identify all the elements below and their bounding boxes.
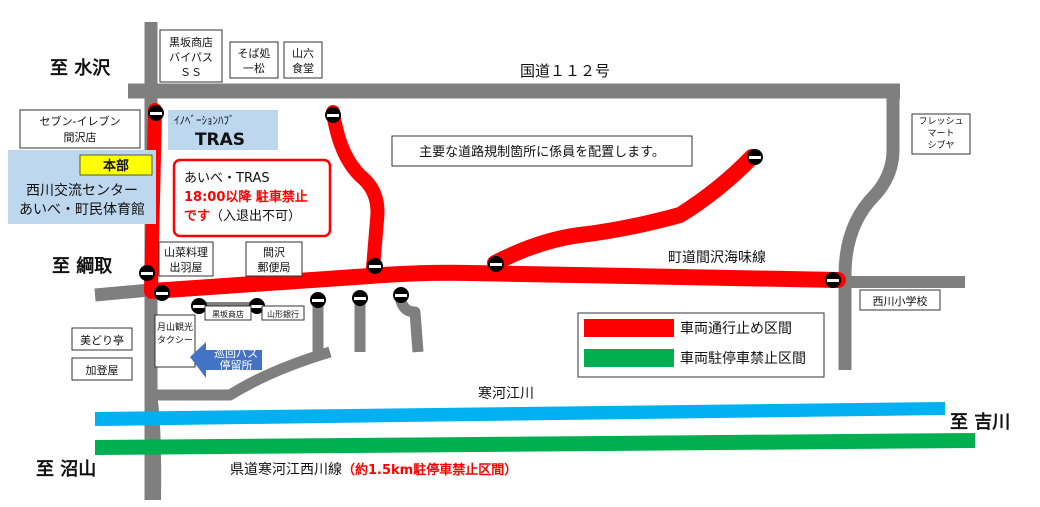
kurosaka-shop: 黒坂商店 <box>204 305 252 321</box>
place-label: 一松 <box>243 61 265 75</box>
closed-diagonal-road <box>487 149 760 271</box>
place-label: 出羽屋 <box>170 260 203 274</box>
closed-main-road <box>144 264 846 299</box>
katoya: 加登屋 <box>71 357 133 381</box>
parking-notice: あいべ・TRAS 18:00以降 駐車禁止 です（入退出不可） <box>172 158 332 238</box>
barrier-icon <box>325 107 341 123</box>
yamagata-bank: 山形銀行 <box>261 305 305 321</box>
direction-mizusawa: 至 水沢 <box>50 57 111 79</box>
nishikawa-elementary-school: 西川小学校 <box>859 289 941 311</box>
staff-notice-text: 主要な道路規制箇所に係員を配置します。 <box>419 144 665 160</box>
place-label: 間沢 <box>263 245 285 259</box>
legend-label-closed: 車両通行止め区間 <box>680 320 792 337</box>
place-label: 西川交流センター <box>26 182 138 199</box>
sansai-dewaya: 山菜料理 出羽屋 <box>158 241 214 277</box>
legend: 車両通行止め区間 車両駐停車禁止区間 <box>577 312 825 378</box>
label-town-road: 町道間沢海味線 <box>668 250 766 266</box>
closed-road-sections <box>144 103 846 299</box>
left-westward-road <box>94 283 151 302</box>
notice-line3: です（入退出不可） <box>184 209 301 224</box>
place-label: 山六 <box>292 47 314 60</box>
notice-line3-red: です <box>184 209 210 224</box>
mazawa-post-office: 間沢 郵便局 <box>245 241 303 277</box>
label-prefectural-road: 県道寒河江西川線（約1.5km駐停車禁止区間） <box>230 461 517 478</box>
notice-line2: 18:00以降 駐車禁止 <box>184 189 308 205</box>
barrier-icon <box>747 149 763 165</box>
side-road-3 <box>394 295 424 353</box>
kurosaka-bypass-ss: 黒坂商店 バイパス ＳＳ <box>159 29 223 83</box>
sanroku-shokudo: 山六 食堂 <box>283 41 323 79</box>
closed-tras-road <box>326 105 385 275</box>
right-diagonal-road <box>838 95 900 370</box>
road-network <box>94 22 965 501</box>
midoritei: 美どり亭 <box>71 327 133 351</box>
barrier-icon <box>310 292 326 308</box>
place-label: 山菜料理 <box>164 245 208 259</box>
place-label: 加登屋 <box>86 363 119 377</box>
lower-south-road <box>145 394 162 501</box>
barrier-icon <box>249 298 265 314</box>
barrier-icon <box>393 287 409 303</box>
fresh-mart-shibuya: フレッシュ マート シブヤ <box>911 113 971 155</box>
gassan-kanko-taxi: 月山観光 タクシー <box>154 314 196 368</box>
place-label: ＳＳ <box>180 66 202 79</box>
place-label: 黒坂商店 <box>212 309 244 319</box>
bus-stop-label: 停留所 <box>220 358 253 372</box>
place-label: バイパス <box>169 51 213 64</box>
honbu-label: 本部 <box>103 158 129 174</box>
place-label: タクシー <box>157 335 193 346</box>
bus-stop: 巡回バス 停留所 <box>190 342 262 378</box>
barrier-icon <box>139 265 155 281</box>
notice-line3-black: （入退出不可） <box>210 209 301 224</box>
barrier-icon <box>825 272 841 288</box>
place-label: 食堂 <box>292 61 314 75</box>
staff-notice: 主要な道路規制箇所に係員を配置します。 <box>391 135 693 167</box>
direction-amitori: 至 綱取 <box>52 255 113 277</box>
legend-label-no-stop: 車両駐停車禁止区間 <box>680 350 806 367</box>
legend-swatch-no-stop <box>584 349 674 367</box>
seven-eleven-mazawa: セブン-イレブン 間沢店 <box>19 109 141 149</box>
prefectural-road-no-stop-zone <box>95 433 975 455</box>
place-label: TRAS <box>195 130 245 150</box>
barrier-icon <box>154 285 170 301</box>
label-river: 寒河江川 <box>478 385 534 402</box>
barrier-icon <box>367 258 383 274</box>
place-label: 月山観光 <box>157 321 193 333</box>
label-national-route-112: 国道１１２号 <box>520 62 610 80</box>
place-label: 西川小学校 <box>873 294 928 308</box>
place-label: 間沢店 <box>64 130 97 144</box>
barrier-icon <box>191 298 207 314</box>
place-label: 美どり亭 <box>80 333 124 347</box>
place-label: マート <box>927 129 954 139</box>
bus-stop-arrow-icon <box>190 342 262 378</box>
bus-stop-label: 巡回バス <box>214 347 258 360</box>
barrier-icon <box>488 256 504 272</box>
place-label: フレッシュ <box>918 117 963 127</box>
lower-left-loop <box>151 346 332 401</box>
road-barriers <box>139 105 841 314</box>
legend-swatch-closed <box>584 319 674 337</box>
direction-numayama: 至 沼山 <box>36 458 96 480</box>
place-label: 山形銀行 <box>267 309 299 319</box>
honbu-badge <box>79 154 153 176</box>
prefectural-road-note: （約1.5km駐停車禁止区間） <box>342 462 517 478</box>
place-label: そば処 <box>238 47 271 60</box>
prefectural-road-name: 県道寒河江西川線 <box>230 461 342 478</box>
sagae-river <box>95 402 945 426</box>
place-label: 郵便局 <box>258 261 291 274</box>
nishikawa-center: 本部 西川交流センター あいべ・町民体育館 <box>8 150 156 224</box>
place-label: あいべ・町民体育館 <box>19 201 145 218</box>
place-label: シブヤ <box>927 139 954 151</box>
notice-line1: あいべ・TRAS <box>184 171 270 186</box>
barrier-icon <box>352 290 368 306</box>
barrier-icon <box>148 105 164 121</box>
sobadokoro-ichimatsu: そば処 一松 <box>229 41 279 79</box>
direction-yoshikawa: 至 吉川 <box>950 411 1010 433</box>
tras-innovation-hub: ｲﾉﾍﾞｰｼｮﾝﾊﾌﾞ TRAS <box>168 110 278 150</box>
place-label: 黒坂商店 <box>169 35 213 49</box>
place-label: セブン-イレブン <box>40 114 121 128</box>
place-label: ｲﾉﾍﾞｰｼｮﾝﾊﾌﾞ <box>174 114 235 127</box>
